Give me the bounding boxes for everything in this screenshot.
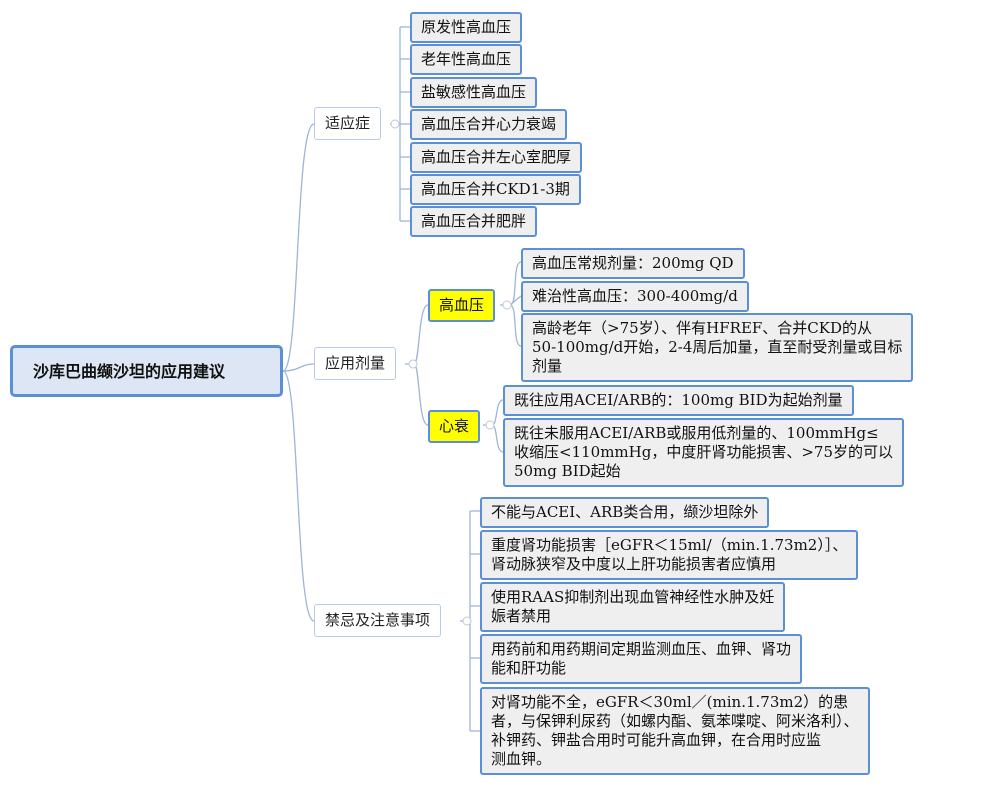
contraindication-item[interactable]: 用药前和用药期间定期监测血压、血钾、肾功 能和肝功能 — [480, 634, 803, 684]
indication-item[interactable]: 盐敏感性高血压 — [410, 77, 538, 108]
hypertension-dose-item[interactable]: 高龄老年（>75岁）、伴有HFREF、合并CKD的从 50-100mg/d开始，… — [521, 313, 914, 382]
contraindication-item[interactable]: 对肾功能不全，eGFR＜30ml／(min.1.73m2）的患 者，与保钾利尿药… — [480, 687, 870, 775]
topic-indications[interactable]: 适应症 — [314, 107, 382, 140]
indication-item[interactable]: 高血压合并左心室肥厚 — [410, 142, 583, 173]
topic-contraindications[interactable]: 禁忌及注意事项 — [314, 604, 442, 637]
indication-item[interactable]: 高血压合并肥胖 — [410, 206, 538, 237]
hypertension-dose-item[interactable]: 难治性高血压：300-400mg/d — [521, 281, 749, 312]
indication-item[interactable]: 原发性高血压 — [410, 12, 523, 43]
topic-heart-failure[interactable]: 心衰 — [428, 410, 481, 443]
topic-dosage[interactable]: 应用剂量 — [314, 347, 397, 380]
indication-item[interactable]: 高血压合并心力衰竭 — [410, 109, 568, 140]
topic-hypertension[interactable]: 高血压 — [428, 289, 496, 322]
indication-item[interactable]: 高血压合并CKD1-3期 — [410, 174, 581, 205]
heart-failure-dose-item[interactable]: 既往应用ACEI/ARB的：100mg BID为起始剂量 — [503, 385, 854, 416]
heart-failure-dose-item[interactable]: 既往未服用ACEI/ARB或服用低剂量的、100mmHg≤ 收缩压<110mmH… — [503, 418, 904, 487]
contraindication-item[interactable]: 不能与ACEI、ARB类合用，缬沙坦除外 — [480, 497, 770, 528]
root-topic[interactable]: 沙库巴曲缬沙坦的应用建议 — [10, 345, 283, 397]
hypertension-dose-item[interactable]: 高血压常规剂量：200mg QD — [521, 248, 745, 279]
contraindication-item[interactable]: 重度肾功能损害［eGFR＜15ml/（min.1.73m2）］、 肾动脉狭窄及中… — [480, 530, 859, 580]
contraindication-item[interactable]: 使用RAAS抑制剂出现血管神经性水肿及妊 娠者禁用 — [480, 582, 786, 632]
indication-item[interactable]: 老年性高血压 — [410, 44, 523, 75]
